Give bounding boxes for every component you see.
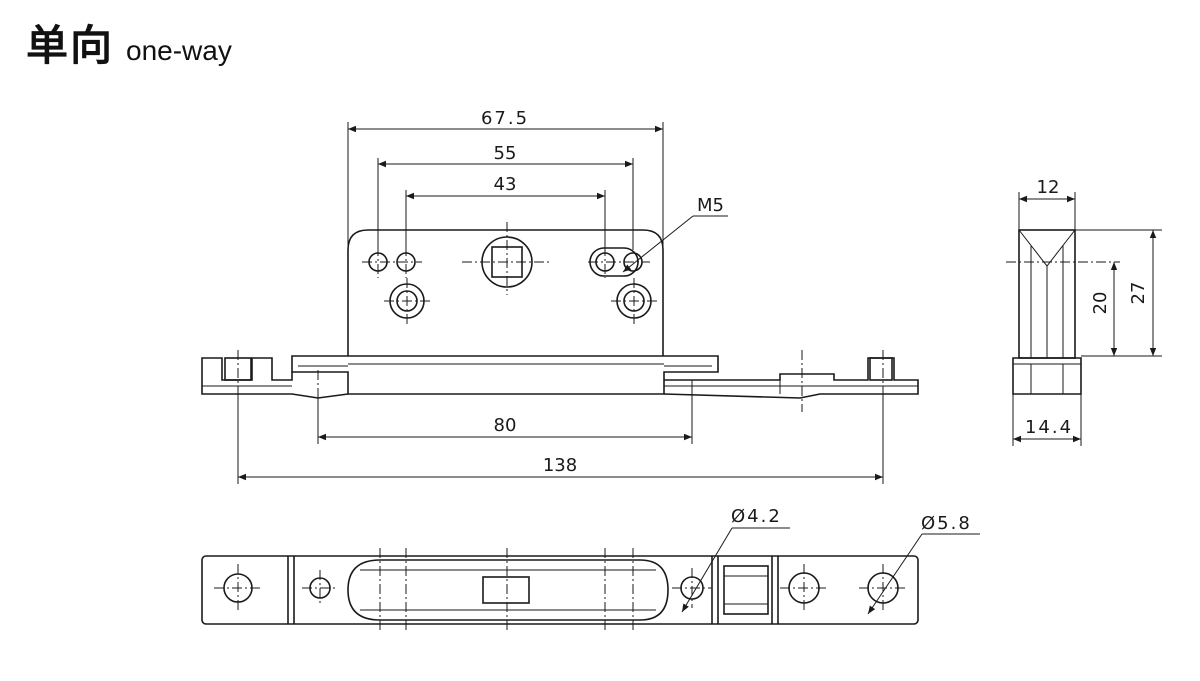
dim-hole-span-inner: 43 [494, 174, 517, 195]
title-chinese: 单向 [26, 21, 115, 70]
dim-hole-span-outer: 55 [494, 143, 517, 164]
dim-plate-width: 67.5 [481, 108, 529, 129]
dim-height-inner: 20 [1090, 292, 1111, 315]
dim-base-width: 14.4 [1025, 417, 1073, 438]
dim-height-total: 27 [1128, 282, 1149, 305]
dim-thread: M5 [697, 195, 724, 216]
dim-overall-length: 138 [543, 455, 577, 476]
dim-top-width: 12 [1037, 177, 1060, 198]
dim-small-hole: Ø4.2 [731, 506, 782, 527]
bottom-view: Ø4.2 Ø5.8 [201, 506, 980, 632]
drawing-title: 单向 one-way [26, 12, 232, 73]
title-english: one-way [126, 35, 232, 66]
side-view: 12 20 27 14.4 [1006, 177, 1162, 446]
dim-base-mount: 80 [494, 415, 517, 436]
dim-large-hole: Ø5.8 [921, 513, 972, 534]
front-view: 67.5 55 43 80 138 M5 [201, 108, 919, 484]
